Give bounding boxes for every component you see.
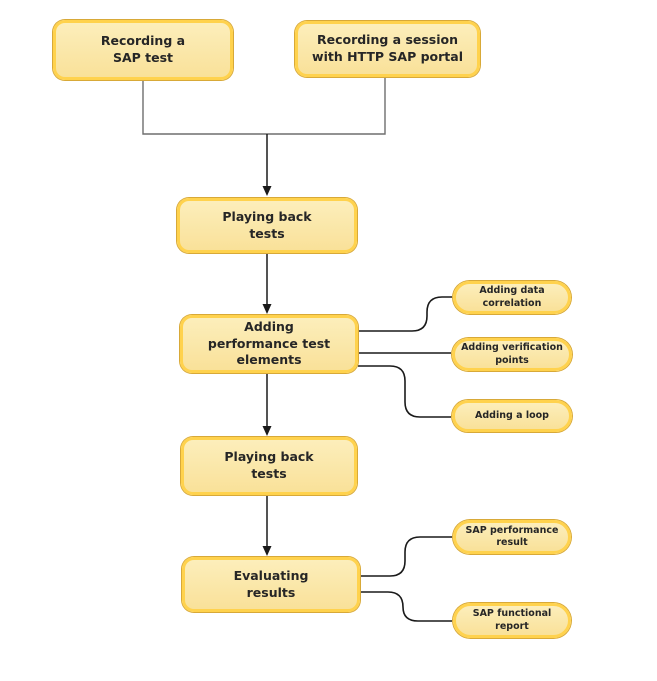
elbow-to-sap-performance-result xyxy=(360,536,452,577)
callout-adding-a-loop-label: Adding a loop xyxy=(475,409,549,421)
callout-sap-functional-report-label: SAP functional report xyxy=(472,608,552,632)
arrowhead-evaluating xyxy=(262,546,272,556)
node-playing-back-tests-2: Playing back tests xyxy=(181,437,357,495)
callout-sap-functional-report: SAP functional report xyxy=(453,603,571,638)
callout-adding-verification-points-label: Adding verification points xyxy=(461,342,563,366)
node-evaluating-results-label: Evaluating results xyxy=(233,567,309,600)
elbow-to-sap-functional-report xyxy=(360,591,452,622)
callout-adding-data-correlation: Adding data correlation xyxy=(453,281,571,314)
node-recording-session-label: Recording a session with HTTP SAP portal xyxy=(312,32,463,64)
node-adding-performance-elements-label: Adding performance test elements xyxy=(207,318,331,368)
node-adding-performance-elements: Adding performance test elements xyxy=(180,315,358,373)
node-evaluating-results: Evaluating results xyxy=(182,557,360,612)
node-recording-sap-test-label: Recording a SAP test xyxy=(100,33,186,65)
elbow-to-data-correlation xyxy=(358,296,452,332)
callout-adding-data-correlation-label: Adding data correlation xyxy=(479,285,545,309)
callout-adding-a-loop: Adding a loop xyxy=(452,400,572,432)
arrowhead-playback2 xyxy=(262,426,272,436)
node-playing-back-tests-2-label: Playing back tests xyxy=(224,449,314,481)
merge-bracket-line xyxy=(142,77,386,135)
callout-adding-verification-points: Adding verification points xyxy=(452,338,572,371)
node-playing-back-tests-1-label: Playing back tests xyxy=(222,208,312,241)
callout-sap-performance-result: SAP performance result xyxy=(453,520,571,554)
arrowhead-adding xyxy=(262,304,272,314)
elbow-to-adding-a-loop xyxy=(358,365,451,418)
node-recording-session: Recording a session with HTTP SAP portal xyxy=(295,21,480,77)
node-playing-back-tests-1: Playing back tests xyxy=(177,198,357,253)
callout-sap-performance-result-label: SAP performance result xyxy=(465,524,559,548)
arrowhead-playback1 xyxy=(262,186,272,196)
node-recording-sap-test: Recording a SAP test xyxy=(53,20,233,80)
